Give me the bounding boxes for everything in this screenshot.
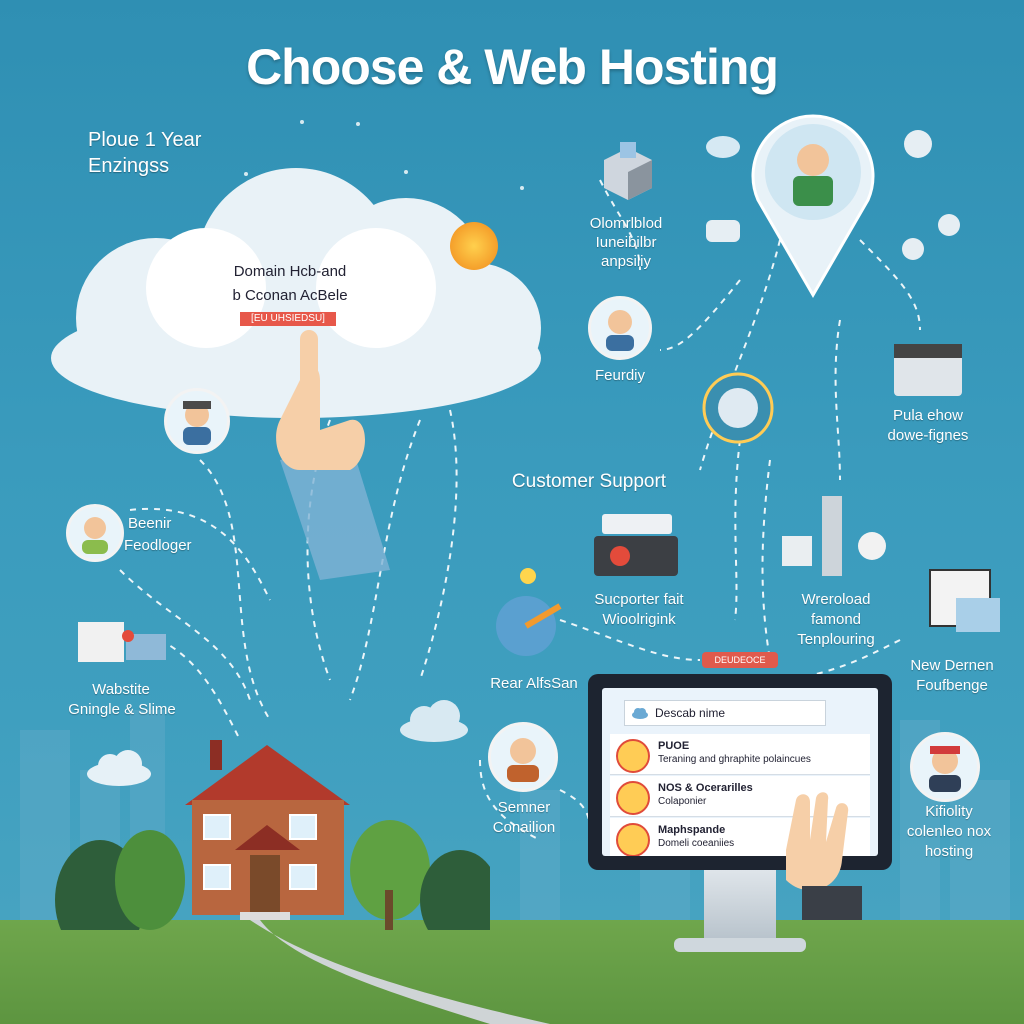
cloud-icon	[87, 750, 151, 786]
label-feurdiy: Feurdiy	[594, 367, 646, 384]
server-icon	[894, 344, 962, 396]
trees	[55, 820, 490, 930]
plan-icon	[616, 739, 650, 773]
cloud-tag: [EU UHSIEDSU]	[240, 312, 336, 326]
lightbulb-icon	[496, 568, 562, 656]
list-item-title: NOS & Ocerarilles	[658, 782, 753, 794]
avatar-icon	[588, 296, 652, 360]
location-pin-icon	[751, 114, 875, 298]
label-supporter-1: Sucporter fait	[594, 591, 684, 608]
top-left-line2: Enzingss	[88, 155, 170, 177]
label-supporter-2: Wioolrigink	[602, 611, 676, 628]
label-new-dernen-1: New Dernen	[910, 657, 994, 674]
cloud-title: Domain Hcb-and	[233, 263, 347, 280]
house-icon	[185, 740, 350, 920]
page-title: Choose & Web Hosting	[246, 39, 779, 95]
label-customer-support: Customer Support	[511, 471, 667, 492]
list-item-title: Maphspande	[658, 824, 726, 836]
label-kifiolty-2: colenleo nox	[906, 823, 992, 840]
cloud-subtitle: b Cconan AcBele	[232, 287, 348, 304]
label-website-2: Gningle & Slime	[68, 701, 176, 718]
robot-arm-icon	[782, 496, 886, 576]
monitor-base	[674, 938, 806, 952]
server-icon	[604, 142, 652, 200]
label-top-center-3: anpsiliy	[600, 253, 652, 270]
gear-icon	[904, 130, 932, 158]
sparkle	[356, 122, 360, 126]
label-kifiolty-1: Kifiolity	[925, 803, 973, 820]
monitor-icon: Descab nime PUOE Teraning and ghraphite …	[588, 674, 892, 870]
browser-icon	[78, 622, 166, 662]
label-server-1: Semner	[497, 799, 551, 816]
hand-touch-icon	[786, 792, 862, 920]
list-item-title: PUOE	[658, 740, 690, 752]
lock-icon	[902, 238, 924, 260]
list-item-desc: Teraning and ghraphite polaincues	[658, 754, 811, 765]
label-top-center-2: Iuneibilbr	[595, 234, 657, 251]
label-pula-2: dowe-fignes	[887, 427, 969, 444]
shield-icon	[706, 220, 740, 242]
road	[250, 920, 550, 1024]
sparkle	[520, 186, 524, 190]
label-new-dernen-2: Foufbenge	[916, 677, 988, 694]
avatar-icon	[910, 732, 980, 802]
ground	[0, 920, 1024, 1024]
cloud-icon	[632, 708, 648, 719]
cloud-icon	[706, 136, 740, 158]
sparkle	[244, 172, 248, 176]
lock-icon	[938, 214, 960, 236]
globe-icon	[702, 372, 774, 444]
list-item-desc: Domeli coeaniies	[658, 838, 735, 849]
monitor-screen: Descab nime PUOE Teraning and ghraphite …	[602, 688, 878, 856]
label-top-center-1: Olomrlblod	[589, 215, 663, 232]
list-item-desc: Colaponier	[658, 796, 707, 807]
envelope-icon	[929, 569, 1000, 632]
label-wreroload-1: Wreroload	[801, 591, 871, 608]
label-website-1: Wabstite	[92, 681, 150, 698]
avatar-icon	[488, 722, 558, 792]
cloud-icon	[51, 168, 541, 418]
sparkle	[300, 120, 304, 124]
label-rear: Rear AlfsSan	[490, 675, 578, 692]
top-left-line1: Ploue 1 Year	[88, 129, 202, 151]
avatar-icon	[164, 388, 230, 454]
search-text: Descab nime	[655, 706, 726, 720]
label-server-2: Conailion	[492, 819, 556, 836]
sun-emblem-icon	[450, 222, 498, 270]
router-icon	[594, 514, 678, 576]
plan-icon	[616, 823, 650, 856]
label-pula-1: Pula ehow	[892, 407, 964, 424]
hand-pointer-icon	[276, 330, 390, 580]
sparkle	[404, 170, 408, 174]
label-wreroload-2: famond	[810, 611, 862, 628]
avatar-icon	[66, 504, 124, 562]
plan-icon	[616, 781, 650, 815]
label-beenir-2: Feodloger	[124, 537, 192, 554]
label-beenir-1: Beenir	[128, 515, 172, 532]
status-badge: DEUDEOCE	[702, 652, 778, 668]
label-wreroload-3: Tenplouring	[797, 631, 875, 648]
search-input[interactable]: Descab nime	[624, 700, 826, 726]
list-item[interactable]: PUOE Teraning and ghraphite polaincues	[610, 734, 870, 775]
label-kifiolty-3: hosting	[924, 843, 974, 860]
monitor-stand	[704, 870, 776, 940]
cloud-icon	[400, 700, 468, 742]
